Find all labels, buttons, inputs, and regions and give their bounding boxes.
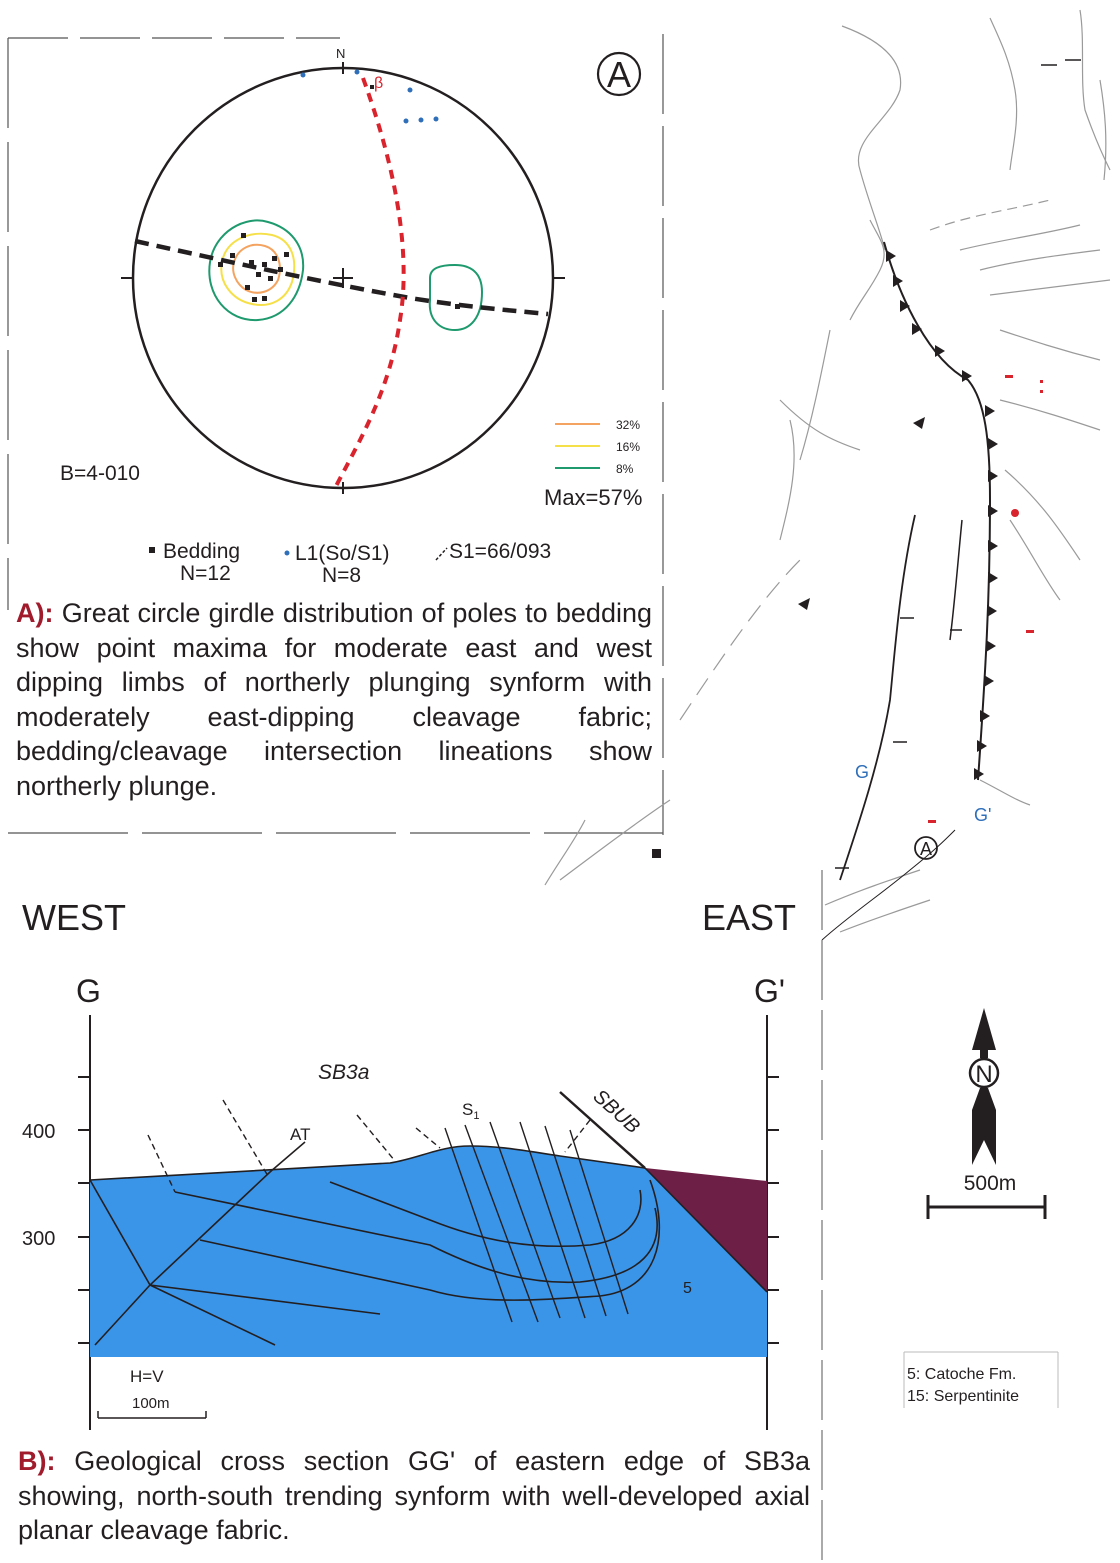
north-label: N — [336, 46, 345, 61]
l1-legend: L1(So/S1) — [295, 542, 390, 565]
thrust-fault-trace — [883, 241, 992, 781]
section-right-label: G' — [754, 973, 785, 1009]
section-scale-bar: H=V 100m — [97, 1367, 207, 1419]
map-scale-bar: 500m — [926, 1172, 1047, 1219]
panel-a-frame — [7, 34, 664, 835]
map-unit-legend: 5: Catoche Fm. 15: Serpentinite — [903, 1351, 1059, 1408]
contour-legend: 32% 16% 8% Max=57% — [544, 418, 642, 510]
panel-b-caption: B): Geological cross section GG' of east… — [18, 1446, 810, 1545]
sbub-fault — [559, 1091, 646, 1169]
geologic-map — [544, 9, 1111, 941]
section-left-label: G — [76, 973, 101, 1009]
svg-text:H=V: H=V — [130, 1367, 164, 1386]
bedding-legend: Bedding — [163, 540, 240, 563]
station-marks — [928, 375, 1043, 823]
svg-text:N=12: N=12 — [180, 562, 231, 585]
synform-axial-trace — [839, 514, 916, 881]
catoche-formation-unit — [90, 1146, 767, 1357]
svg-text:500m: 500m — [964, 1172, 1017, 1195]
bedding-poles — [218, 85, 460, 309]
svg-text:16%: 16% — [616, 440, 640, 454]
panel-a-badge: A — [596, 51, 642, 97]
girdle-great-circle — [134, 238, 549, 317]
svg-text:8%: 8% — [616, 462, 634, 476]
elevation-300: 300 — [22, 1228, 55, 1250]
contour-16pct — [220, 232, 296, 306]
svg-text:N: N — [975, 1061, 992, 1088]
beta-label: β — [374, 75, 383, 92]
max-label: Max=57% — [544, 485, 642, 510]
west-label: WEST — [22, 897, 126, 938]
s1-legend: S1=66/093 — [449, 540, 551, 563]
thrust-teeth — [886, 250, 998, 780]
map-g-prime-label: G' — [974, 805, 991, 825]
l1-lineation-points — [300, 69, 439, 124]
svg-text:N=8: N=8 — [322, 564, 361, 587]
contour-8pct — [208, 219, 305, 322]
north-arrow-icon: N — [968, 1008, 1000, 1165]
panel-a-caption: A): Great circle girdle distribution of … — [16, 598, 652, 801]
svg-text:100m: 100m — [132, 1395, 170, 1412]
contour-8pct-east — [428, 263, 484, 332]
b-label: B=4-010 — [60, 462, 140, 485]
map-g-label: G — [855, 762, 869, 782]
cleavage-traces — [147, 1099, 629, 1323]
symbol-legend: Bedding N=12 L1(So/S1) N=8 S1=66/093 — [149, 540, 551, 587]
east-label: EAST — [702, 897, 796, 938]
legend-item-serpentinite: 15: Serpentinite — [907, 1388, 1019, 1405]
unit-label-5: 5 — [683, 1280, 692, 1297]
cleavage-great-circle — [333, 77, 406, 489]
contour-32pct — [232, 243, 281, 294]
cleavage-label: S1 — [462, 1100, 479, 1122]
unit-title-sb3a: SB3a — [318, 1061, 369, 1084]
legend-item-catoche: 5: Catoche Fm. — [907, 1366, 1016, 1383]
fault-label-sbub: SBUB — [589, 1085, 644, 1138]
map-station-a-marker: A — [914, 836, 938, 860]
svg-text:32%: 32% — [616, 418, 640, 432]
elevation-400: 400 — [22, 1121, 55, 1143]
center-cross-icon — [333, 268, 353, 288]
section-line-gg — [821, 829, 956, 941]
map-bedding-symbols — [652, 417, 925, 858]
svg-text:A: A — [920, 839, 932, 859]
axial-trace-label: AT — [290, 1125, 310, 1144]
stereonet: N β — [121, 46, 565, 494]
svg-text:A: A — [607, 54, 631, 95]
